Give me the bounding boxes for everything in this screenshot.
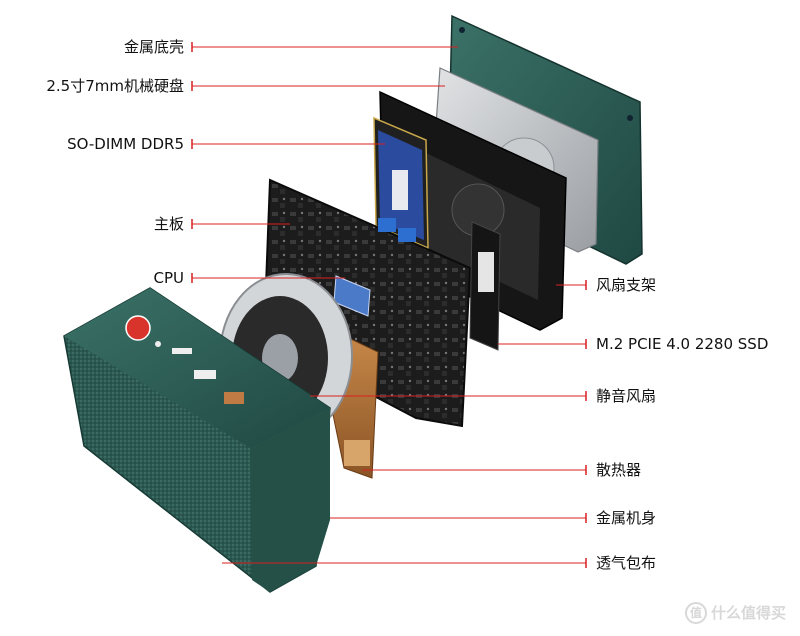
- label-fan-bracket: 风扇支架: [596, 276, 657, 294]
- label-ram: SO-DIMM DDR5: [67, 135, 184, 153]
- leader-lines: [192, 46, 586, 564]
- label-fabric-cover: 透气包布: [596, 554, 657, 572]
- metal-body-shape: [63, 287, 331, 593]
- label-metal-body: 金属机身: [596, 509, 657, 527]
- label-motherboard: 主板: [153, 215, 184, 233]
- watermark: 值什么值得买: [684, 602, 786, 624]
- label-quiet-fan: 静音风扇: [596, 387, 657, 405]
- leader-ticks: [191, 42, 587, 568]
- label-ssd: M.2 PCIE 4.0 2280 SSD: [596, 335, 769, 353]
- watermark-logo-icon: 值: [684, 602, 707, 624]
- ram-module-shape: [373, 116, 429, 250]
- ssd-shape: [469, 221, 501, 351]
- label-cpu: CPU: [153, 269, 185, 287]
- label-metal-bottom-cover: 金属底壳: [123, 38, 184, 56]
- label-hdd: 2.5寸7mm机械硬盘: [46, 77, 184, 95]
- label-heatsink: 散热器: [596, 461, 642, 479]
- watermark-text: 什么值得买: [710, 603, 786, 622]
